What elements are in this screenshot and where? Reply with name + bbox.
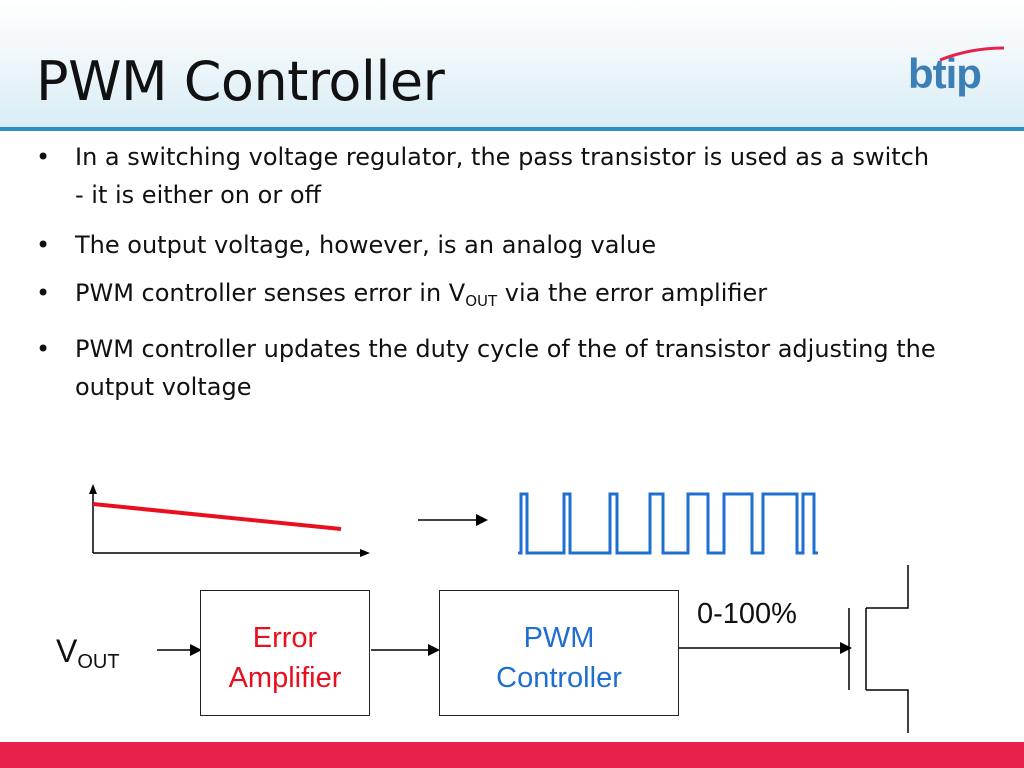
slide-title: PWM Controller bbox=[36, 50, 445, 113]
pwm-waveform bbox=[518, 492, 818, 555]
graph-x-arrow-icon bbox=[360, 549, 370, 557]
bullet-text-post: via the error amplifier bbox=[497, 279, 768, 307]
pwm-label-line1: PWM bbox=[523, 622, 595, 654]
header-divider bbox=[0, 127, 1024, 131]
input-arrow-head-icon bbox=[190, 644, 202, 656]
vout-main: V bbox=[56, 633, 78, 669]
error-amp-label-line1: Error bbox=[252, 622, 318, 654]
graph-y-arrow-icon bbox=[89, 484, 97, 494]
bullet-text: The output voltage, however, is an analo… bbox=[75, 231, 657, 259]
duty-cycle-label: 0-100% bbox=[697, 598, 797, 630]
vout-subscript: OUT bbox=[77, 651, 120, 673]
pwm-label-line2: Controller bbox=[496, 662, 622, 694]
pwm-controller-block: PWM Controller bbox=[439, 590, 679, 716]
bullet-subscript: OUT bbox=[465, 292, 498, 310]
bullet-list: In a switching voltage regulator, the pa… bbox=[36, 138, 936, 416]
transistor-symbol bbox=[848, 565, 909, 733]
bullet-text: PWM controller updates the duty cycle of… bbox=[75, 335, 936, 401]
logo-text: btip bbox=[908, 50, 982, 97]
slide-header bbox=[0, 0, 1024, 128]
error-amp-label-line2: Amplifier bbox=[228, 662, 342, 694]
conversion-arrow bbox=[418, 514, 488, 526]
logo-swoosh-icon bbox=[939, 46, 1005, 62]
bullet-text-pre: PWM controller senses error in V bbox=[75, 279, 466, 307]
error-amplifier-block: Error Amplifier bbox=[200, 590, 370, 716]
bullet-item: In a switching voltage regulator, the pa… bbox=[36, 138, 936, 214]
slide-footer-bar bbox=[0, 742, 1024, 768]
bullet-item: PWM controller senses error in VOUT via … bbox=[36, 274, 936, 320]
error-line bbox=[92, 502, 342, 531]
vout-label: VOUT bbox=[56, 633, 120, 674]
btip-logo: btip bbox=[900, 40, 1010, 110]
bullet-text: In a switching voltage regulator, the pa… bbox=[75, 143, 930, 209]
bullet-item: The output voltage, however, is an analo… bbox=[36, 226, 936, 264]
drain-lead bbox=[866, 565, 909, 609]
error-graph bbox=[89, 484, 370, 557]
output-arrow-head-icon bbox=[840, 642, 852, 654]
source-lead bbox=[866, 689, 909, 733]
mid-arrow-head-icon bbox=[428, 644, 440, 656]
bullet-item: PWM controller updates the duty cycle of… bbox=[36, 330, 936, 406]
arrow-head-icon bbox=[476, 514, 488, 526]
